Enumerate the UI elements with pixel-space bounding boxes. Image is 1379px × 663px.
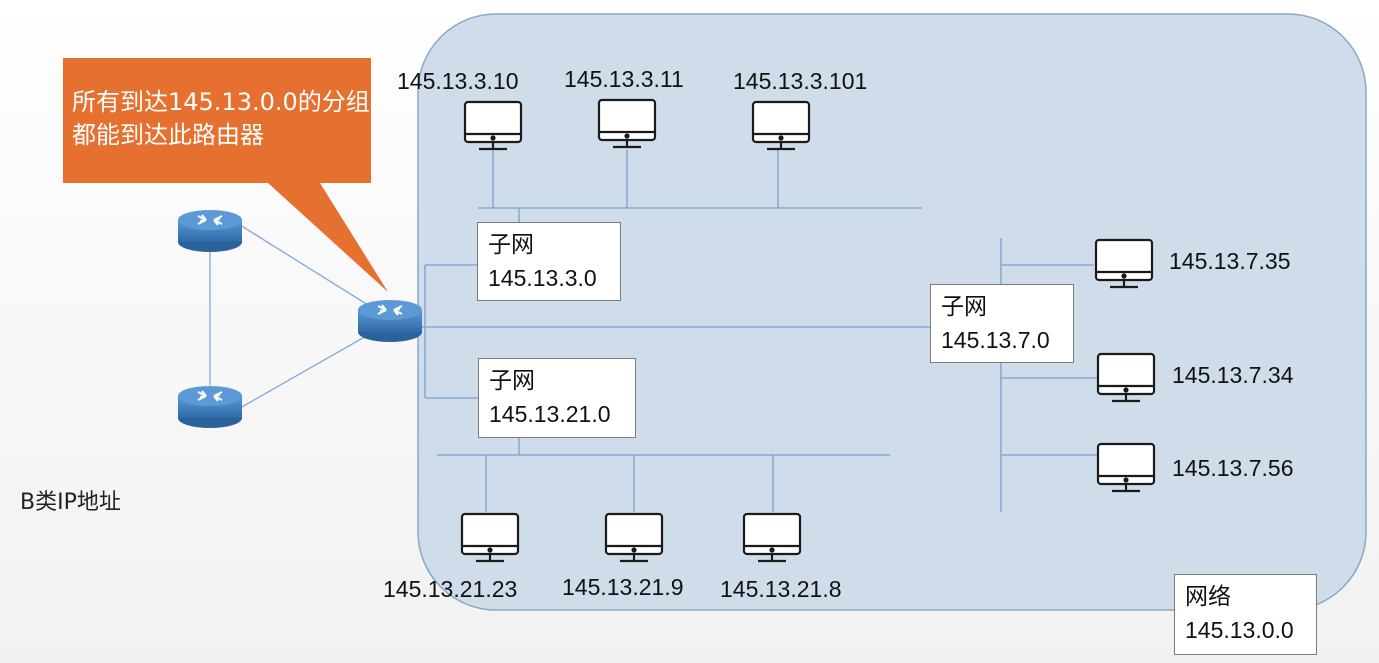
callout-text: 所有到达145.13.0.0的分组都能到达此路由器: [72, 88, 370, 149]
router-links: [209, 224, 369, 409]
subnet-label: 子网: [489, 367, 535, 393]
subnet-label: 子网: [941, 293, 987, 319]
network-class-note: B类IP地址: [20, 490, 121, 515]
computer-icon: [460, 512, 520, 563]
host-label: 145.13.7.56: [1172, 455, 1294, 481]
subnet-box: 子网 145.13.7.0: [930, 284, 1074, 363]
subnet-label: 子网: [488, 231, 534, 257]
host-label: 145.13.7.35: [1169, 248, 1291, 274]
subnet-address: 145.13.21.0: [489, 401, 611, 427]
host-label: 145.13.3.101: [733, 68, 868, 94]
subnet-box: 子网 145.13.3.0: [477, 222, 621, 301]
host-label: 145.13.21.9: [562, 574, 684, 600]
network-address: 145.13.0.0: [1185, 617, 1294, 643]
router-icon: [358, 300, 422, 342]
host-label: 145.13.21.8: [720, 576, 842, 602]
computer-icon: [1094, 238, 1154, 289]
router-icon: [178, 386, 242, 428]
computer-icon: [1096, 442, 1156, 493]
host-label: 145.13.3.11: [564, 66, 684, 92]
subnet-lines: [420, 150, 1097, 512]
host-label: 145.13.21.23: [383, 576, 518, 602]
subnet-box: 子网 145.13.21.0: [478, 358, 636, 438]
computer-icon: [604, 512, 664, 563]
computer-icon: [751, 100, 811, 151]
computer-icon: [597, 98, 657, 149]
subnet-address: 145.13.3.0: [488, 265, 597, 291]
network-label: 网络: [1185, 583, 1231, 609]
host-label: 145.13.7.34: [1172, 362, 1294, 388]
computer-icon: [463, 100, 523, 151]
computer-icon: [742, 512, 802, 563]
computer-icon: [1096, 352, 1156, 403]
network-area: [417, 13, 1367, 611]
network-box: 网络 145.13.0.0: [1174, 574, 1317, 655]
host-label: 145.13.3.10: [397, 68, 519, 94]
callout-bubble: [63, 58, 388, 292]
subnet-address: 145.13.7.0: [941, 327, 1050, 353]
router-icon: [178, 210, 242, 252]
